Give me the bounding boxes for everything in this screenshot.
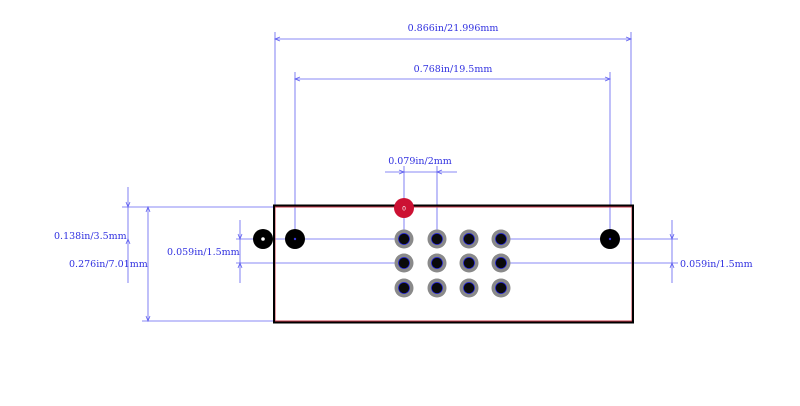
arrow-top-offset-top xyxy=(125,201,131,209)
mounting-holes xyxy=(253,229,620,249)
mount-hole-right-center xyxy=(608,237,612,241)
arrow-mount-right xyxy=(604,76,612,82)
mount-spacing-label: 0.768in/19.5mm xyxy=(414,64,493,75)
arrow-rowpitch-right-top xyxy=(669,233,675,241)
mount-hole-left-center xyxy=(293,237,297,241)
arrow-top-offset-bottom xyxy=(125,237,131,245)
pad xyxy=(427,253,447,273)
row-pitch-left-label: 0.059in/1.5mm xyxy=(167,247,240,258)
arrow-pitch-right xyxy=(435,169,443,175)
arrow-rowpitch-left-bottom xyxy=(237,261,243,269)
pad xyxy=(459,229,479,249)
pad xyxy=(394,229,414,249)
pad xyxy=(394,278,414,298)
dimension-lines xyxy=(122,32,678,322)
component-body-inner xyxy=(274,206,633,322)
arrow-mount-left xyxy=(293,76,301,82)
pad xyxy=(491,229,511,249)
top-offset-label: 0.138in/3.5mm xyxy=(54,231,127,242)
pad xyxy=(394,253,414,273)
row-pitch-right-label: 0.059in/1.5mm xyxy=(680,259,753,270)
body-height-label: 0.276in/7.01mm xyxy=(69,259,148,270)
pin1-marker: 0 xyxy=(394,198,414,218)
dimension-arrowheads xyxy=(125,36,675,323)
arrow-overall-left xyxy=(273,36,281,42)
pin1-label: 0 xyxy=(402,206,406,213)
arrow-rowpitch-right-bottom xyxy=(669,261,675,269)
contact-pads xyxy=(394,229,511,298)
arrow-body-top xyxy=(145,205,151,213)
pad xyxy=(459,278,479,298)
overall-width-label: 0.866in/21.996mm xyxy=(408,23,499,34)
pad xyxy=(491,278,511,298)
pin1-pad xyxy=(394,198,414,218)
arrow-body-bottom xyxy=(145,315,151,323)
arrow-overall-right xyxy=(625,36,633,42)
arrow-pitch-left xyxy=(398,169,406,175)
arrow-rowpitch-left-top xyxy=(237,233,243,241)
dimension-labels: 0.866in/21.996mm 0.768in/19.5mm 0.079in/… xyxy=(54,23,753,270)
pin-pitch-label: 0.079in/2mm xyxy=(388,156,452,167)
pad xyxy=(491,253,511,273)
pad xyxy=(427,229,447,249)
pad xyxy=(427,278,447,298)
alignment-hole-left-center xyxy=(261,237,265,241)
pad xyxy=(459,253,479,273)
component-body-outline xyxy=(273,204,634,324)
